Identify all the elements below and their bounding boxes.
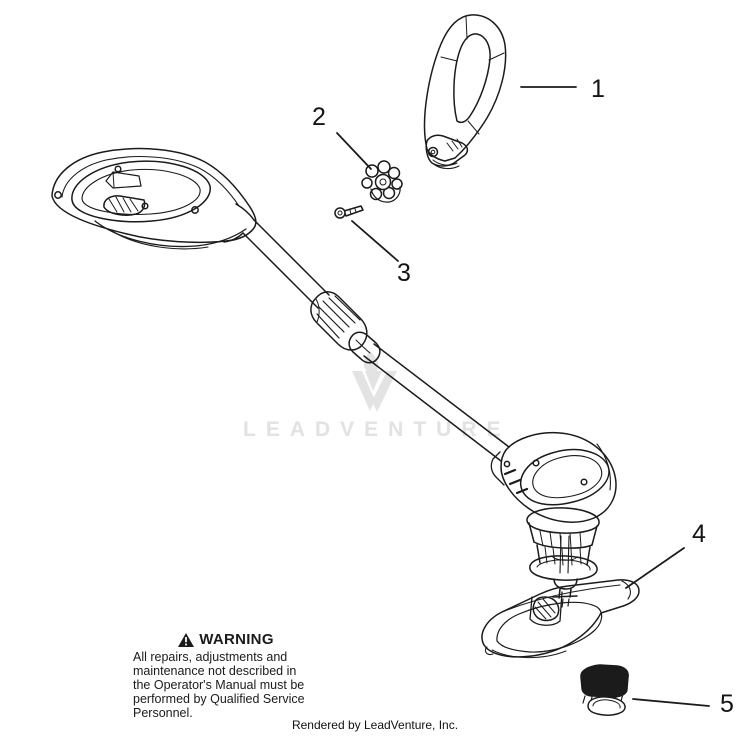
warning-text-line: performed by Qualified Service xyxy=(133,692,305,706)
callout-3-leader-line xyxy=(351,220,399,262)
warning-triangle-icon xyxy=(178,632,195,647)
callout-2[interactable]: 2 xyxy=(312,103,372,170)
callout-2-label: 2 xyxy=(312,103,326,131)
trimmer-head-housing xyxy=(490,431,617,608)
callout-2-leader-line xyxy=(336,132,372,170)
callout-5[interactable]: 5 xyxy=(632,690,734,718)
warning-text-line: Personnel. xyxy=(133,706,193,720)
callout-4-leader-line xyxy=(625,547,685,589)
loop-handle-part xyxy=(423,14,507,170)
warning-text-line: All repairs, adjustments and xyxy=(133,650,288,664)
render-credit: Rendered by LeadVenture, Inc. xyxy=(291,718,459,732)
spool-cap-part xyxy=(580,664,629,716)
warning-heading: WARNING xyxy=(133,631,319,648)
callout-4[interactable]: 4 xyxy=(625,520,706,589)
callout-5-leader-line xyxy=(632,698,710,707)
callout-3[interactable]: 3 xyxy=(351,220,411,287)
warning-text: All repairs, adjustments and maintenance… xyxy=(133,650,319,720)
wing-knob-part xyxy=(361,160,403,203)
shaft-coupler xyxy=(310,291,381,364)
guard-part xyxy=(481,579,640,659)
watermark-text: LEADVENTURE xyxy=(243,418,511,441)
bolt-part xyxy=(334,205,364,219)
warning-text-line: the Operator's Manual must be xyxy=(133,678,305,692)
leadventure-logo-icon xyxy=(352,351,397,412)
callout-3-label: 3 xyxy=(397,259,411,287)
callout-4-label: 4 xyxy=(692,520,706,548)
warning-notice: WARNING All repairs, adjustments and mai… xyxy=(133,631,319,720)
main-handle-assembly xyxy=(51,147,257,250)
callout-1[interactable]: 1 xyxy=(520,75,605,103)
warning-text-line: maintenance not described in xyxy=(133,664,297,678)
callout-5-label: 5 xyxy=(720,690,734,718)
callout-1-label: 1 xyxy=(591,75,605,103)
trigger xyxy=(103,195,146,216)
warning-title: WARNING xyxy=(199,631,274,648)
